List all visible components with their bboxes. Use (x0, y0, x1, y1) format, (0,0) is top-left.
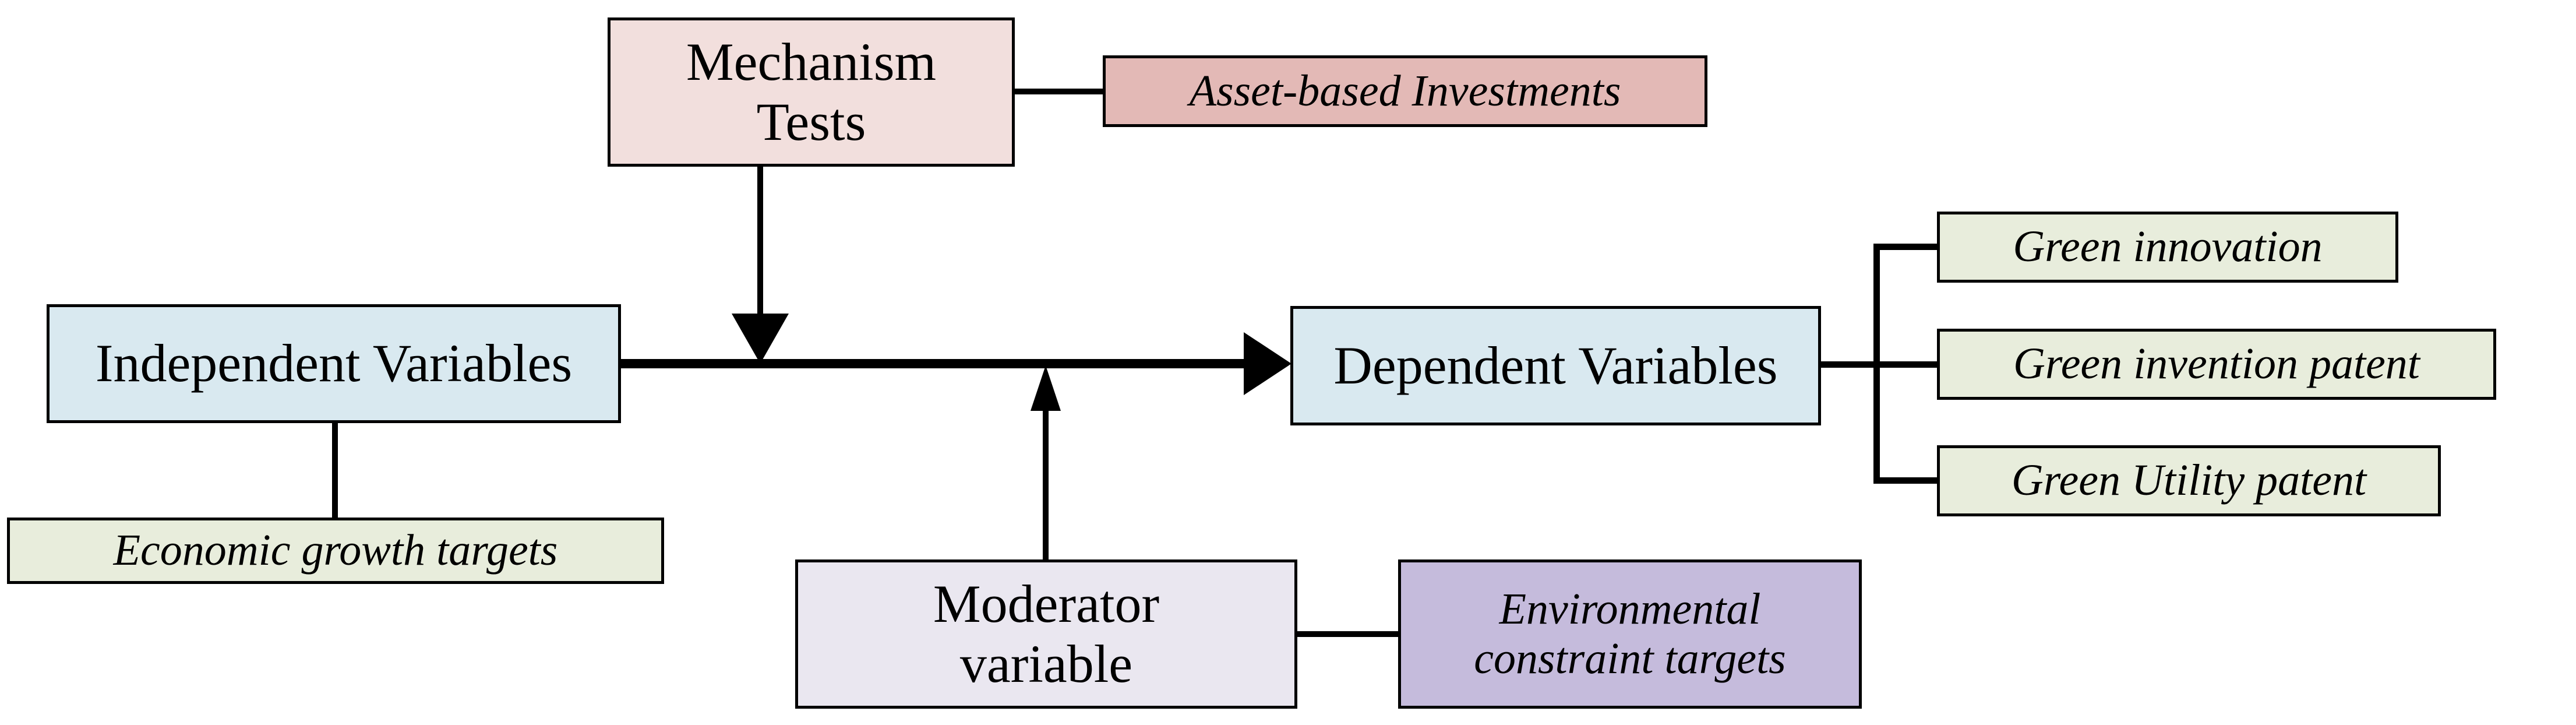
bracket-arm-green-utility-patent (1873, 477, 1940, 484)
node-independent-variables[interactable]: Independent Variables (47, 304, 621, 423)
arrow-shaft-mechanism-to-main (757, 167, 763, 318)
node-environmental-constraint-targets[interactable]: Environmental constraint targets (1398, 559, 1862, 709)
bracket-stem-dependent (1821, 361, 1879, 368)
node-moderator-variable-label: Moderator variable (933, 573, 1160, 694)
node-asset-based-investments[interactable]: Asset-based Investments (1103, 55, 1707, 127)
bracket-arm-green-invention-patent (1873, 361, 1940, 368)
connector-moderator-to-environmental (1294, 631, 1400, 637)
node-green-innovation[interactable]: Green innovation (1937, 212, 2398, 283)
arrow-shaft-independent-to-dependent (621, 359, 1247, 368)
node-independent-variables-label: Independent Variables (95, 333, 573, 393)
arrow-shaft-moderator-to-main (1043, 408, 1049, 561)
node-green-utility-patent-label: Green Utility patent (2011, 456, 2367, 505)
bracket-arm-green-innovation (1873, 244, 1940, 250)
arrowhead-down-mechanism (732, 314, 789, 364)
node-green-invention-patent-label: Green invention patent (2013, 339, 2420, 389)
connector-independent-to-economic-growth (332, 421, 338, 520)
node-mechanism-tests-label: Mechanism Tests (686, 31, 937, 152)
node-environmental-constraint-targets-label: Environmental constraint targets (1474, 584, 1786, 683)
node-economic-growth-targets[interactable]: Economic growth targets (7, 518, 664, 584)
node-green-utility-patent[interactable]: Green Utility patent (1937, 445, 2441, 516)
arrowhead-right-dependent-variables (1244, 332, 1291, 395)
node-economic-growth-targets-label: Economic growth targets (113, 526, 558, 575)
node-green-innovation-label: Green innovation (2013, 222, 2323, 272)
connector-mechanism-to-asset (1015, 89, 1105, 94)
node-green-invention-patent[interactable]: Green invention patent (1937, 329, 2496, 400)
node-moderator-variable[interactable]: Moderator variable (795, 559, 1297, 709)
node-asset-based-investments-label: Asset-based Investments (1189, 66, 1621, 115)
node-mechanism-tests[interactable]: Mechanism Tests (608, 17, 1015, 167)
node-dependent-variables-label: Dependent Variables (1333, 335, 1778, 395)
arrowhead-up-moderator (1031, 365, 1061, 411)
node-dependent-variables[interactable]: Dependent Variables (1290, 306, 1821, 425)
